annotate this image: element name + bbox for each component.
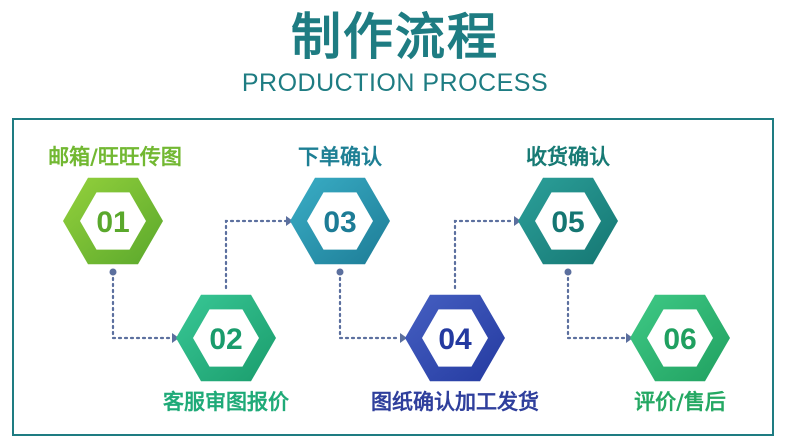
step-number: 01 (96, 206, 129, 239)
step-number: 05 (551, 206, 584, 239)
step-number: 03 (323, 206, 356, 239)
hexagon-inner (307, 192, 373, 250)
connector-2 (224, 219, 288, 290)
arrowhead (286, 216, 293, 226)
step-04: 04 图纸确认加工发货 (371, 294, 539, 414)
step-label: 评价/售后 (634, 390, 726, 414)
process-frame (12, 118, 774, 436)
arrowhead (172, 333, 179, 343)
hexagon-inner (80, 192, 146, 250)
step-label: 邮箱/旺旺传图 (48, 145, 182, 169)
arrowhead (626, 333, 633, 343)
connector-start-dot (564, 268, 572, 276)
step-05: 05 收货确认 (518, 145, 618, 265)
step-label: 图纸确认加工发货 (371, 390, 539, 414)
connector-1 (111, 270, 174, 340)
step-01: 01 邮箱/旺旺传图 (48, 145, 182, 265)
connector-start-dot (109, 268, 117, 276)
connector-4 (453, 219, 516, 290)
step-number: 02 (209, 323, 242, 356)
process-steps: 01邮箱/旺旺传图02客服审图报价03下单确认04图纸确认加工发货05收货确认0… (48, 145, 730, 414)
connectors (109, 216, 633, 343)
connector-start-dot (336, 268, 344, 276)
hexagon-inner (193, 309, 259, 367)
page-subtitle: PRODUCTION PROCESS (241, 69, 549, 97)
connector-3 (338, 270, 402, 340)
step-number: 06 (663, 323, 696, 356)
step-label: 下单确认 (298, 145, 382, 169)
step-03: 03 下单确认 (290, 145, 390, 265)
connector-5 (566, 270, 628, 340)
step-06: 06 评价/售后 (630, 294, 730, 414)
hexagon-inner (422, 309, 488, 367)
hexagon-inner (647, 309, 713, 367)
page-title: 制作流程 (291, 8, 499, 66)
step-label: 客服审图报价 (163, 390, 290, 414)
hexagon-inner (535, 192, 601, 250)
step-02: 02 客服审图报价 (163, 294, 290, 414)
arrowhead (400, 333, 407, 343)
step-label: 收货确认 (526, 145, 610, 169)
arrowhead (514, 216, 521, 226)
step-number: 04 (438, 323, 472, 356)
